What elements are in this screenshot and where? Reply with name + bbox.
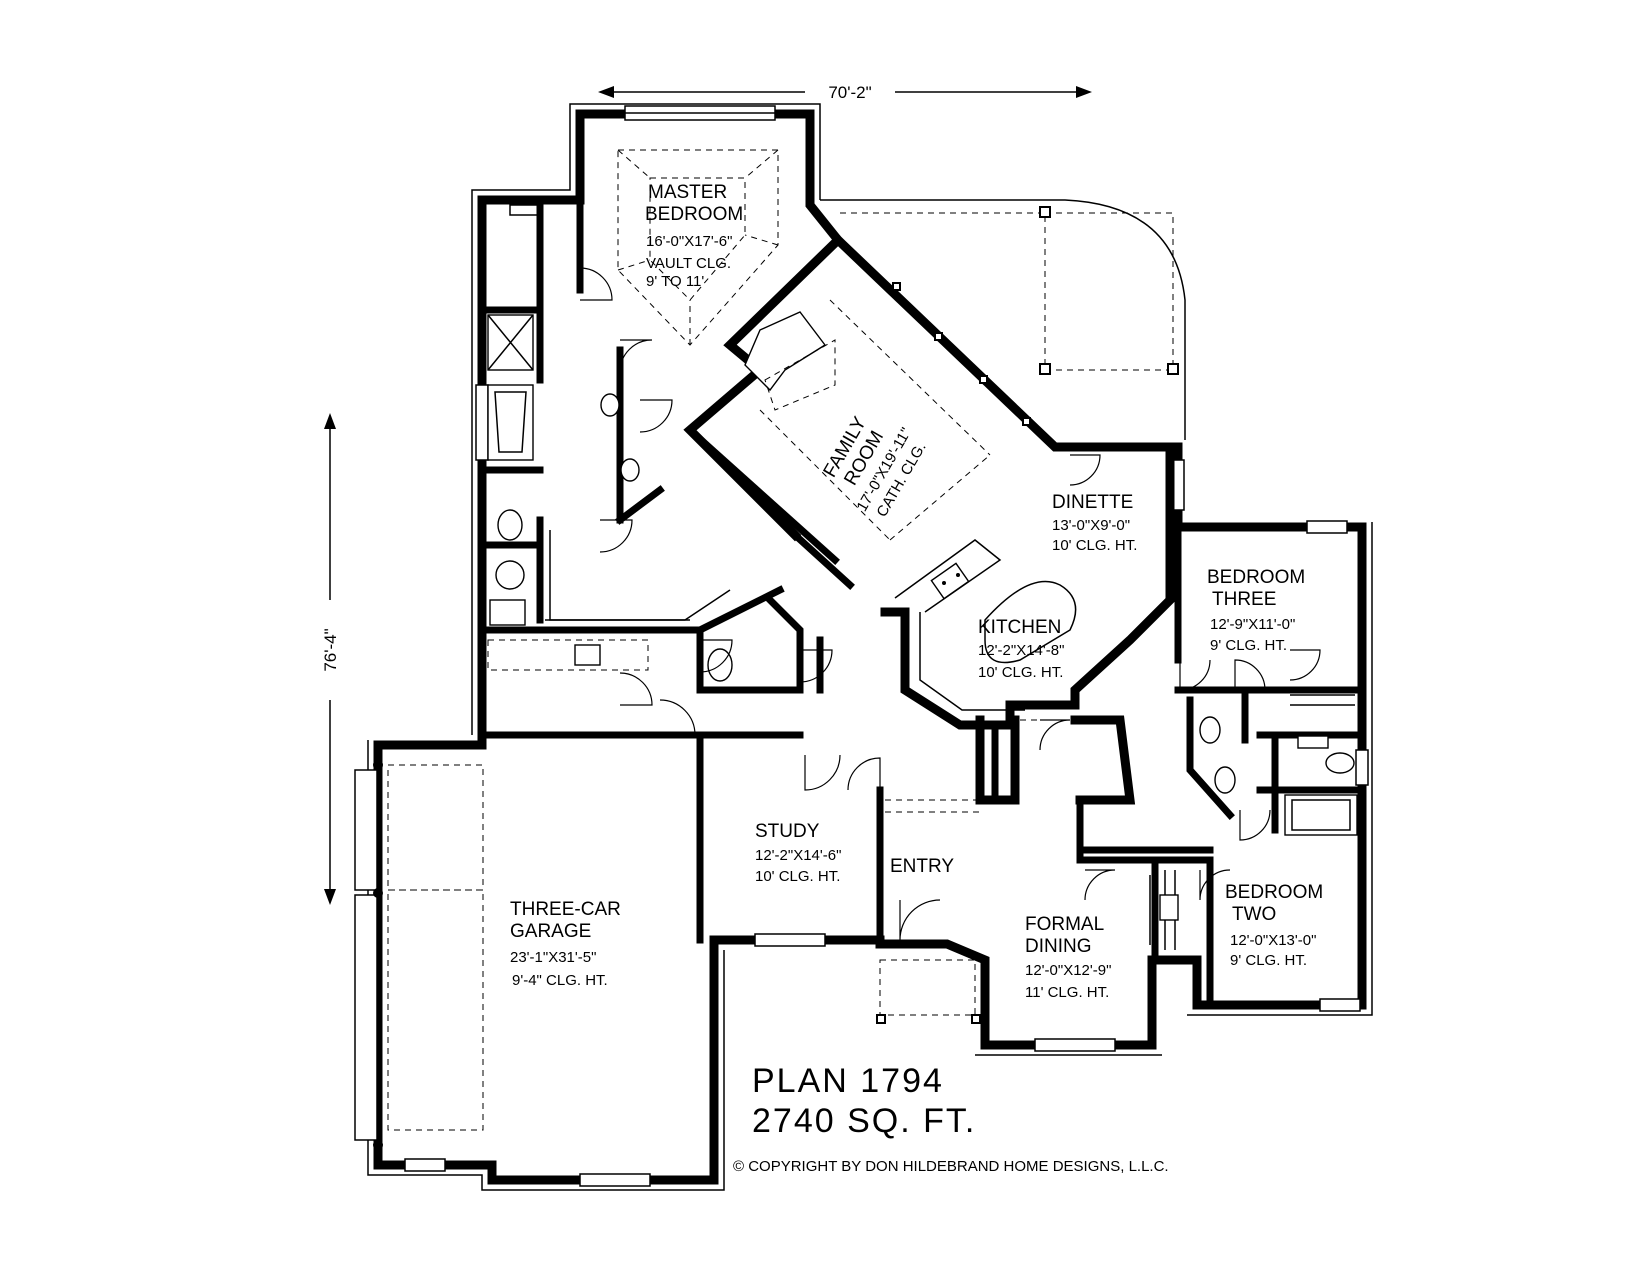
room-label-entry: ENTRY [890,856,954,877]
study-name: STUDY [755,821,820,842]
door-swings [579,267,1321,941]
left-wing-interior [478,196,824,944]
depth-dimension-label: 76'-4" [321,628,340,671]
master-ceiling-line2: 9' TO 11' [646,273,704,290]
room-label-family: FAMILY ROOM 17'-0"X19'-11" CATH. CLG. [820,413,930,520]
master-ceiling-line1: VAULT CLG. [646,255,731,272]
bed3-size: 12'-9"X11'-0" [1210,616,1295,633]
room-label-formal-dining: FORMAL DINING 12'-0"X12'-9" 11' CLG. HT. [1025,914,1111,1001]
dinette-size: 13'-0"X9'-0" [1052,517,1130,534]
study-size: 12'-2"X14'-6" [755,847,841,864]
room-label-kitchen: KITCHEN 12'-2"X14'-8" 10' CLG. HT. [978,617,1064,681]
bed3-ceiling: 9' CLG. HT. [1210,637,1287,654]
depth-dimension: 76'-4" [321,413,340,905]
dinette-name: DINETTE [1052,492,1133,513]
garage-details [387,764,484,1131]
kitchen-name: KITCHEN [978,617,1061,638]
room-label-bedroom-three: BEDROOM THREE 12'-9"X11'-0" 9' CLG. HT. [1207,567,1305,654]
bed3-name-line2: THREE [1212,589,1276,610]
master-size: 16'-0"X17'-6" [646,233,732,250]
room-label-dinette: DINETTE 13'-0"X9'-0" 10' CLG. HT. [1052,492,1137,554]
master-name-line1: MASTER [648,182,727,203]
right-wing-interior [1076,523,1366,1009]
master-name-line2: BEDROOM [645,204,743,225]
room-label-master: MASTER BEDROOM 16'-0"X17'-6" VAULT CLG. … [645,182,743,290]
bed3-name-line1: BEDROOM [1207,567,1305,588]
kitchen-size: 12'-2"X14'-8" [978,642,1064,659]
copyright-notice: © COPYRIGHT BY DON HILDEBRAND HOME DESIG… [733,1158,1169,1175]
plan-area: 2740 SQ. FT. [752,1102,976,1140]
room-label-bedroom-two: BEDROOM TWO 12'-0"X13'-0" 9' CLG. HT. [1225,882,1323,969]
garage-size: 23'-1"X31'-5" [510,949,596,966]
bed2-size: 12'-0"X13'-0" [1230,932,1316,949]
dining-name-line2: DINING [1025,936,1092,957]
dinette-ceiling: 10' CLG. HT. [1052,537,1137,554]
plan-title: PLAN 1794 [752,1062,944,1100]
width-dimension: 70'-2" [598,83,1092,102]
dining-size: 12'-0"X12'-9" [1025,962,1111,979]
windows [354,105,1369,1187]
kitchen-ceiling: 10' CLG. HT. [978,664,1063,681]
bed2-name-line1: BEDROOM [1225,882,1323,903]
kitchen-fixtures [880,450,1175,730]
study-ceiling: 10' CLG. HT. [755,868,840,885]
family-room-walls [683,233,1031,590]
plan-title-block: PLAN 1794 2740 SQ. FT. © COPYRIGHT BY DO… [733,1062,1169,1175]
entry-name: ENTRY [890,856,954,877]
bed2-name-line2: TWO [1232,904,1276,925]
garage-name-line2: GARAGE [510,921,591,942]
rear-patio [820,199,1186,440]
dining-name-line1: FORMAL [1025,914,1104,935]
master-vault-lines [617,149,779,346]
width-dimension-label: 70'-2" [828,83,871,102]
bed2-ceiling: 9' CLG. HT. [1230,952,1307,969]
room-label-study: STUDY 12'-2"X14'-6" 10' CLG. HT. [755,821,841,885]
garage-ceiling: 9'-4" CLG. HT. [512,972,608,989]
room-label-garage: THREE-CAR GARAGE 23'-1"X31'-5" 9'-4" CLG… [510,899,621,989]
garage-name-line1: THREE-CAR [510,899,621,920]
dining-ceiling: 11' CLG. HT. [1025,984,1109,1001]
